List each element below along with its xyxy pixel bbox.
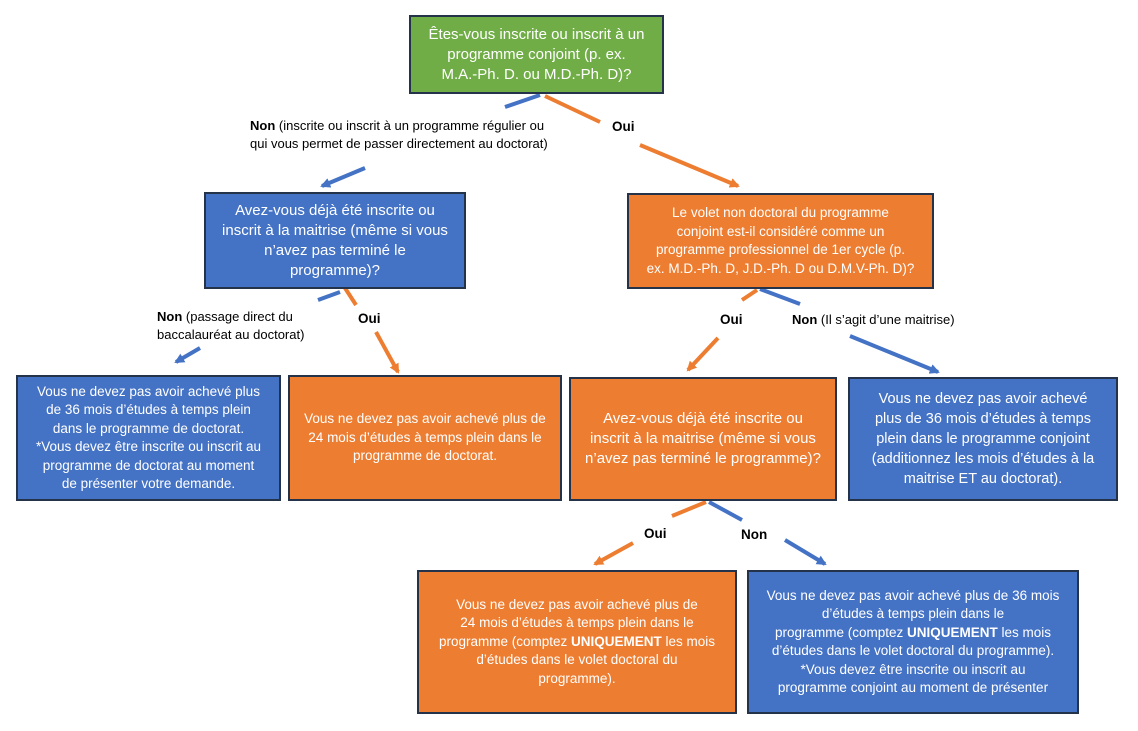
arrow-q4-non (708, 500, 743, 522)
arrow-q3-non (759, 287, 801, 306)
arrow-q2-oui (343, 286, 358, 307)
arrow-q1-oui (544, 94, 601, 124)
arrow-q4-oui (671, 500, 707, 518)
edge-label-q1-non-bold: Non (250, 118, 276, 133)
arrow-q3-oui-tail (686, 336, 720, 372)
question-professional-cycle: Le volet non doctoral du programme conjo… (627, 193, 934, 289)
arrow-q3-oui (740, 288, 759, 302)
result-36-months-joint: Vous ne devez pas avoir achevé plus de 3… (848, 377, 1118, 501)
question-master-enrolled-joint-text: Avez-vous déjà été inscrite ou inscrit à… (585, 410, 821, 467)
edge-label-q3-non-bold: Non (792, 312, 818, 327)
arrow-q1-oui-tail (639, 143, 740, 188)
result-24-months-doctorate-text: Vous ne devez pas avoir achevé plus de 2… (304, 411, 546, 464)
edge-label-q3-non: Non (Il s’agit d’une maitrise) (792, 311, 992, 329)
result-24-text-pre: Vous ne devez pas avoir achevé plus de 2… (438, 596, 698, 649)
result-36-text-post: les mois d’études dans le volet doctoral… (771, 624, 1055, 696)
question-joint-program-text: Êtes-vous inscrite ou inscrit à un progr… (428, 25, 645, 83)
result-24-months-doctoral-part-text: Vous ne devez pas avoir achevé plus de 2… (439, 596, 715, 689)
edge-label-q4-oui: Oui (644, 526, 667, 541)
edge-label-q2-non-text: (passage direct du baccalauréat au docto… (157, 309, 305, 342)
edge-label-q1-oui: Oui (612, 119, 635, 134)
edge-label-q1-non-text: (inscrite ou inscrit à un programme régu… (250, 118, 548, 151)
edge-label-q1-non: Non (inscrite ou inscrit à un programme … (250, 117, 570, 153)
edge-label-q2-non: Non (passage direct du baccalauréat au d… (157, 308, 337, 344)
result-36-months-doctorate-text: Vous ne devez pas avoir achevé plus de 3… (35, 383, 262, 492)
question-master-enrolled-regular-text: Avez-vous déjà été inscrite ou inscrit à… (222, 201, 448, 279)
question-joint-program: Êtes-vous inscrite ou inscrit à un progr… (409, 15, 664, 94)
edge-label-q2-non-bold: Non (157, 309, 183, 324)
result-24-text-bold: UNIQUEMENT (571, 633, 662, 649)
result-36-text-bold: UNIQUEMENT (907, 624, 998, 640)
result-36-months-doctoral-part: Vous ne devez pas avoir achevé plus de 3… (747, 570, 1079, 714)
arrow-q3-non-tail (849, 334, 940, 374)
edge-label-q3-oui: Oui (720, 312, 743, 327)
edge-label-q4-non: Non (741, 527, 768, 542)
arrow-q1-non-tail (320, 166, 366, 188)
question-master-enrolled-regular: Avez-vous déjà été inscrite ou inscrit à… (204, 192, 466, 289)
result-24-months-doctoral-part: Vous ne devez pas avoir achevé plus de 2… (417, 570, 737, 714)
question-professional-cycle-text: Le volet non doctoral du programme conjo… (646, 205, 915, 276)
arrow-q4-oui-tail (593, 541, 634, 566)
edge-label-q2-oui: Oui (358, 311, 381, 326)
question-master-enrolled-joint: Avez-vous déjà été inscrite ou inscrit à… (569, 377, 837, 501)
result-36-months-doctorate: Vous ne devez pas avoir achevé plus de 3… (16, 375, 281, 501)
result-24-text-post: les mois d’études dans le volet doctoral… (476, 633, 716, 686)
arrow-q2-oui-tail (374, 331, 400, 374)
arrow-q2-non (317, 290, 341, 302)
edge-label-q3-non-text: (Il s’agit d’une maitrise) (817, 312, 955, 327)
result-36-text-pre: Vous ne devez pas avoir achevé plus de 3… (766, 587, 1060, 640)
arrow-q4-non-tail (783, 538, 827, 566)
arrow-q1-non (504, 93, 541, 109)
result-36-months-joint-text: Vous ne devez pas avoir achevé plus de 3… (871, 391, 1095, 487)
result-36-months-doctoral-part-text: Vous ne devez pas avoir achevé plus de 3… (767, 587, 1060, 698)
result-24-months-doctorate: Vous ne devez pas avoir achevé plus de 2… (288, 375, 562, 501)
arrow-q2-non-tail (174, 346, 202, 364)
